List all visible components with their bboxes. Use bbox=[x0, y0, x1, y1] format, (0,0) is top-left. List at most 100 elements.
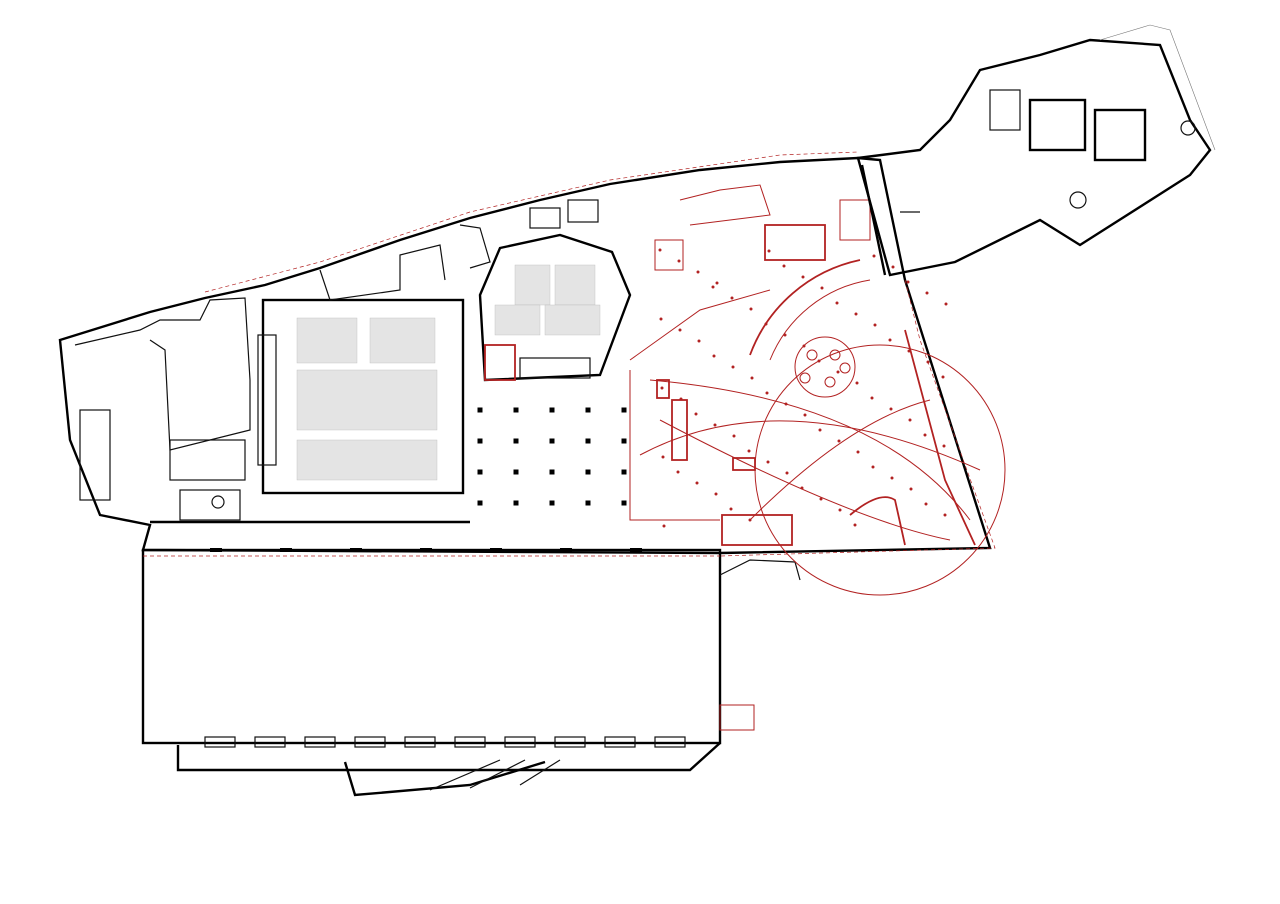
hall-door bbox=[490, 548, 502, 552]
auditorium-seating bbox=[296, 317, 438, 481]
column-dot bbox=[697, 339, 701, 343]
octagon-stair bbox=[484, 344, 516, 381]
column-dot bbox=[907, 349, 911, 353]
hall-door bbox=[560, 548, 572, 552]
column-dot bbox=[837, 439, 841, 443]
northeast-tower bbox=[856, 24, 1216, 277]
atrium-east-rooms bbox=[904, 329, 976, 546]
seat-block bbox=[494, 304, 541, 336]
column-dot bbox=[677, 259, 681, 263]
tower-outline bbox=[856, 38, 1212, 277]
column-dot bbox=[748, 518, 752, 522]
column bbox=[621, 500, 627, 506]
tower-core-1 bbox=[1028, 98, 1087, 152]
column-dot bbox=[925, 291, 929, 295]
column-dot bbox=[765, 391, 769, 395]
column bbox=[477, 469, 483, 475]
hall-canopy bbox=[719, 559, 801, 581]
column bbox=[621, 407, 627, 413]
west-stairs bbox=[79, 409, 111, 501]
west-wing bbox=[74, 297, 470, 524]
hall-room bbox=[604, 736, 636, 748]
round-seating bbox=[794, 336, 856, 398]
column-dot bbox=[801, 275, 805, 279]
column-dot bbox=[871, 465, 875, 469]
column-dot bbox=[713, 423, 717, 427]
north-room-1 bbox=[319, 244, 446, 301]
octagon-service bbox=[519, 357, 591, 379]
column-dot bbox=[855, 381, 859, 385]
atrium-arc-inner bbox=[769, 279, 871, 361]
atrium bbox=[629, 259, 1006, 596]
column bbox=[513, 407, 519, 413]
column-dot bbox=[676, 470, 680, 474]
column-dot bbox=[836, 370, 840, 374]
seat-block bbox=[369, 317, 436, 364]
column-dot bbox=[926, 360, 930, 364]
column bbox=[477, 438, 483, 444]
auditorium-outline bbox=[261, 298, 465, 495]
column-dot bbox=[853, 523, 857, 527]
column-dot bbox=[767, 249, 771, 253]
column-dot bbox=[694, 412, 698, 416]
roof-edge-east bbox=[719, 279, 996, 557]
tower-round-room bbox=[1180, 120, 1196, 136]
column-dot bbox=[658, 248, 662, 252]
tower-room bbox=[989, 89, 1021, 131]
column-dot bbox=[856, 450, 860, 454]
spiral-stair bbox=[849, 496, 906, 546]
atrium-elevators bbox=[671, 399, 688, 461]
seat-cluster bbox=[839, 362, 851, 374]
column-dot bbox=[888, 338, 892, 342]
column-dot bbox=[924, 502, 928, 506]
column-dot bbox=[942, 444, 946, 448]
column bbox=[585, 500, 591, 506]
column-dot bbox=[766, 460, 770, 464]
atrium-circle bbox=[754, 344, 1006, 596]
column-dot bbox=[712, 354, 716, 358]
atrium-curve-1 bbox=[639, 420, 981, 471]
column-dot bbox=[679, 397, 683, 401]
west-core bbox=[169, 439, 246, 481]
north-room-4 bbox=[567, 199, 599, 223]
grand-stair bbox=[721, 514, 793, 546]
column-dot bbox=[802, 344, 806, 348]
column-dot bbox=[749, 307, 753, 311]
column-dot bbox=[785, 471, 789, 475]
column-grid bbox=[477, 407, 627, 506]
tower-spiral bbox=[1069, 191, 1087, 209]
hall-ramp-2 bbox=[469, 759, 526, 789]
building-outline bbox=[58, 156, 992, 555]
atrium-stair-1 bbox=[656, 379, 670, 399]
seat-cluster bbox=[829, 349, 841, 361]
column-dot bbox=[908, 418, 912, 422]
tower-entrance-wall bbox=[860, 164, 887, 276]
column bbox=[549, 407, 555, 413]
hall-ramp bbox=[429, 759, 501, 791]
column-dot bbox=[764, 322, 768, 326]
column-dot bbox=[732, 434, 736, 438]
hall-room bbox=[554, 736, 586, 748]
column-dot bbox=[661, 455, 665, 459]
column-dot bbox=[854, 312, 858, 316]
seat-cluster bbox=[799, 372, 811, 384]
north-room-3 bbox=[529, 207, 561, 229]
column-dot bbox=[660, 386, 664, 390]
atrium-curve-4 bbox=[649, 379, 971, 521]
column-dot bbox=[943, 513, 947, 517]
column-dot bbox=[783, 333, 787, 337]
hall-room bbox=[654, 736, 686, 748]
column-dot bbox=[662, 524, 666, 528]
cinema-seating-red bbox=[764, 224, 826, 261]
hall-room bbox=[254, 736, 286, 748]
column-dot bbox=[782, 264, 786, 268]
seat-cluster bbox=[824, 376, 836, 388]
hall-outline bbox=[141, 548, 722, 745]
column bbox=[549, 469, 555, 475]
column-dot bbox=[909, 487, 913, 491]
column-dot bbox=[784, 402, 788, 406]
column-dot bbox=[659, 317, 663, 321]
hall-room bbox=[404, 736, 436, 748]
column bbox=[585, 469, 591, 475]
column-dot bbox=[711, 285, 715, 289]
